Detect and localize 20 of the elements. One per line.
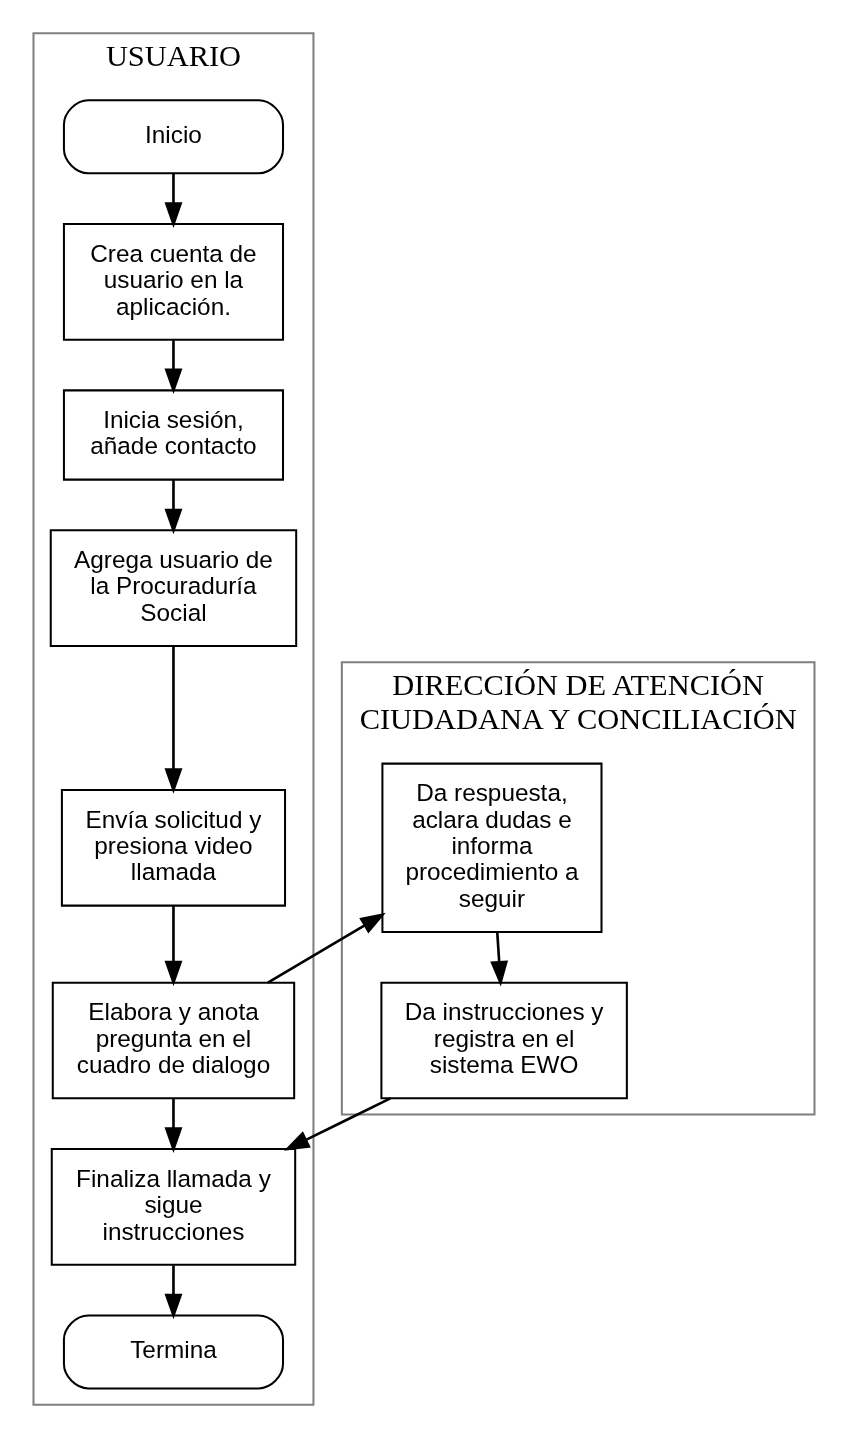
node-box: Agrega usuario de la Procuraduría Social	[49, 528, 297, 647]
arrow	[164, 1097, 182, 1153]
arrow	[164, 339, 182, 394]
arrow	[283, 1096, 391, 1151]
node-box: Da respuesta, aclara dudas e informa procedimiento a seguir	[380, 762, 602, 933]
arrow	[164, 1264, 182, 1319]
arrow	[489, 931, 508, 987]
arrow	[164, 905, 182, 986]
node-box: Envía solicitud y presiona video llamada	[60, 788, 286, 907]
arrow	[266, 912, 386, 984]
node-box: Elabora y anota pregunta en el cuadro de dialogo	[51, 981, 295, 1099]
arrow	[164, 173, 182, 228]
node-box: Inicio	[62, 98, 284, 174]
node-box: Inicia sesión, añade contacto	[62, 388, 284, 481]
arrow	[164, 645, 182, 794]
node-box: Da instrucciones y registra en el sistema EWO	[379, 981, 628, 1099]
arrow	[164, 479, 182, 534]
node-box: Termina	[62, 1313, 284, 1389]
node-box: Finaliza llamada y sigue instrucciones	[50, 1147, 296, 1266]
node-box: Crea cuenta de usuario en la aplicación.	[62, 222, 284, 341]
